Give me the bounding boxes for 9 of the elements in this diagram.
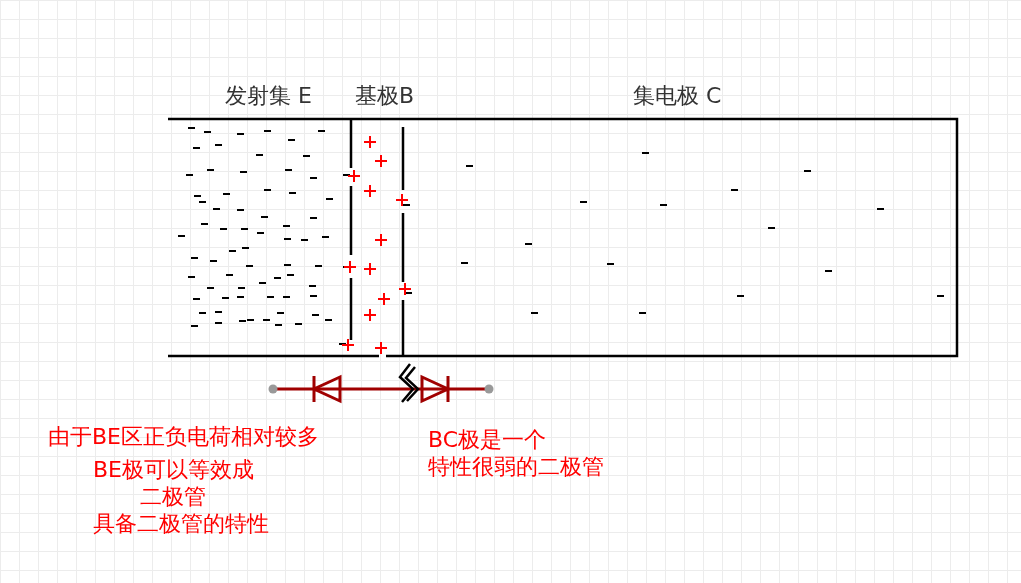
note-text: 由于BE区正负电荷相对较多: [48, 424, 319, 450]
region-label: 发射集 E: [225, 83, 312, 109]
note-text: BC极是一个: [428, 427, 547, 453]
note-text: 二极管: [140, 484, 206, 510]
note-text: BE极可以等效成: [93, 457, 254, 483]
note-text: 特性很弱的二极管: [428, 454, 604, 480]
region-label: 集电极 C: [633, 83, 722, 109]
region-label: 基极B: [355, 83, 415, 109]
note-text: 具备二极管的特性: [93, 511, 269, 537]
